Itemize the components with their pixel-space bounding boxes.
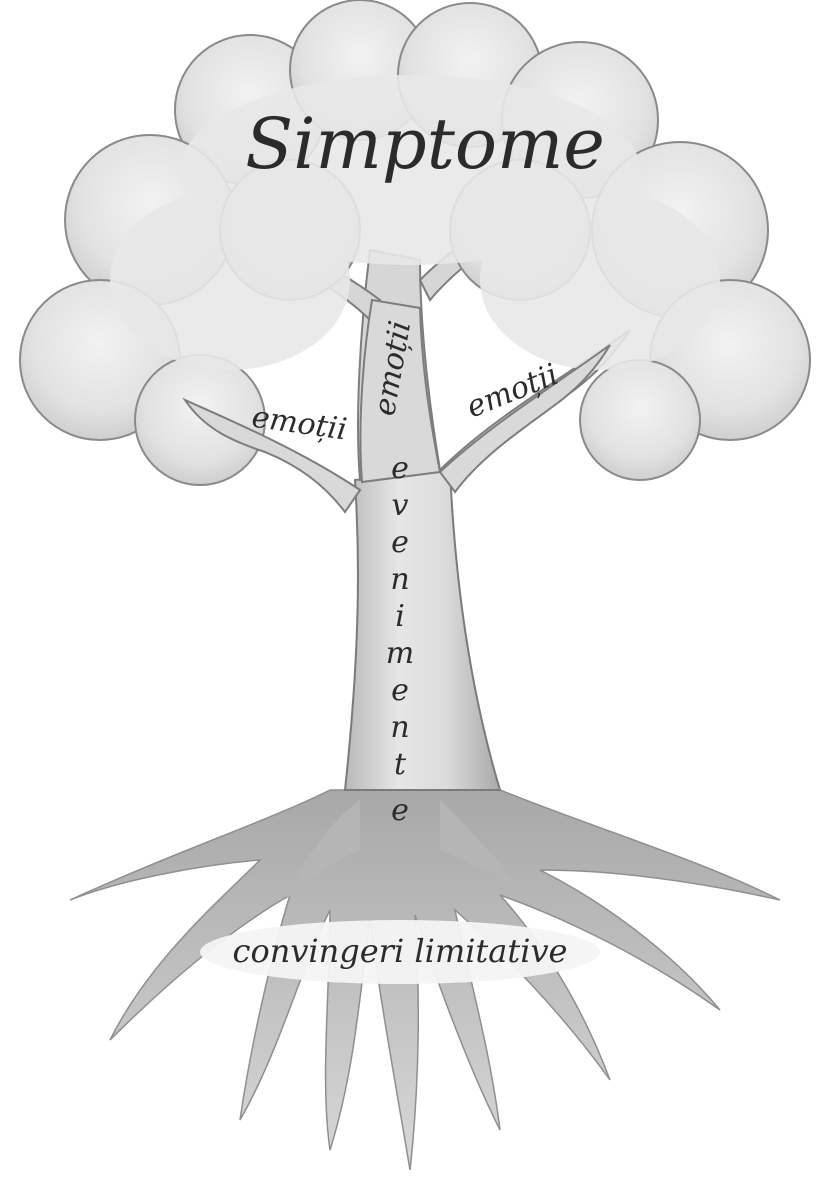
crown-label: Simptome <box>245 103 605 185</box>
trunk-letter: v <box>392 488 409 523</box>
trunk-letter: n <box>390 562 409 597</box>
trunk <box>345 470 500 790</box>
trunk-letter: t <box>394 747 407 782</box>
roots-label: convingeri limitative <box>233 932 568 970</box>
trunk-letter: i <box>395 599 405 634</box>
trunk-letter: e <box>391 673 409 708</box>
trunk-letter: e <box>391 525 409 560</box>
trunk-letter: n <box>390 710 409 745</box>
trunk-letter: e <box>391 451 409 486</box>
trunk-letter: e <box>391 793 409 828</box>
trunk-letter: m <box>386 636 414 671</box>
